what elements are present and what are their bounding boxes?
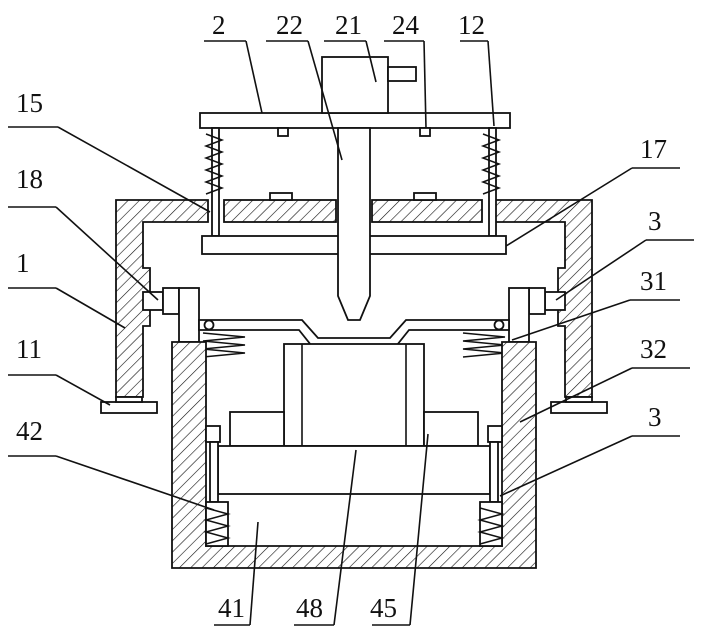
frame-block-right bbox=[414, 193, 436, 200]
side-clamp-left bbox=[143, 288, 199, 342]
label-18: 18 bbox=[16, 164, 43, 194]
punch-shaft bbox=[338, 128, 370, 320]
slider-left bbox=[206, 412, 284, 446]
top-plate-assembly bbox=[200, 57, 510, 136]
label-45: 45 bbox=[370, 593, 397, 623]
label-3-lower: 3 bbox=[648, 402, 662, 432]
label-32: 32 bbox=[640, 334, 667, 364]
label-3-upper: 3 bbox=[648, 206, 662, 236]
label-1: 1 bbox=[16, 248, 30, 278]
label-24: 24 bbox=[392, 10, 420, 40]
label-17: 17 bbox=[640, 134, 667, 164]
label-42: 42 bbox=[16, 416, 43, 446]
label-2: 2 bbox=[212, 10, 226, 40]
label-11: 11 bbox=[16, 334, 42, 364]
side-clamp-right bbox=[509, 288, 565, 342]
label-12: 12 bbox=[458, 10, 485, 40]
label-22: 22 bbox=[276, 10, 303, 40]
label-31: 31 bbox=[640, 266, 667, 296]
frame-block-left bbox=[270, 193, 292, 200]
label-21: 21 bbox=[335, 10, 362, 40]
die-block bbox=[284, 344, 424, 446]
label-48: 48 bbox=[296, 593, 323, 623]
label-15: 15 bbox=[16, 88, 43, 118]
label-41: 41 bbox=[218, 593, 245, 623]
slider-right bbox=[424, 412, 502, 446]
bottom-springs bbox=[206, 502, 502, 546]
